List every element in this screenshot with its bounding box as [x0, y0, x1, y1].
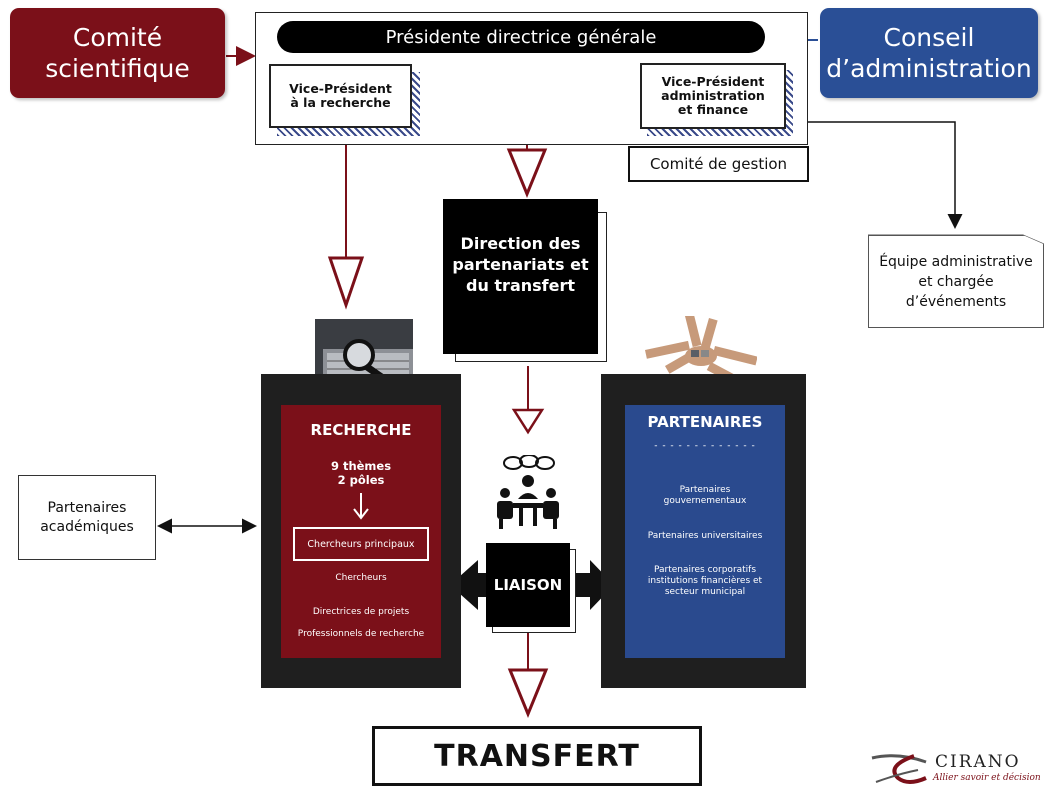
partenaires-gouv-line1: Partenaires — [679, 485, 731, 495]
conseil-administration-box: Conseil d’administration — [820, 8, 1038, 98]
partenaires-title: PARTENAIRES — [647, 413, 763, 431]
vp-admin-line1: Vice-Président — [661, 74, 765, 89]
comite-sci-line2: scientifique — [45, 54, 190, 83]
vp-research-box: Vice-Président à la recherche — [269, 64, 412, 128]
triangle-to-direction — [506, 148, 548, 198]
direction-line3: du transfert — [465, 276, 575, 295]
equipe-line2: et chargée — [918, 273, 994, 290]
partenaires-gouv: Partenaires gouvernementaux — [625, 485, 785, 507]
professionnels-label: Professionnels de recherche — [297, 629, 425, 639]
transfert-box: TRANSFERT — [372, 726, 702, 786]
recherche-themes: 9 thèmes — [330, 459, 392, 473]
direction-line2: partenariats et — [452, 255, 589, 274]
vp-research-line2: à la recherche — [290, 95, 391, 110]
direction-line1: Direction des — [460, 234, 581, 253]
down-arrow-icon — [353, 493, 369, 520]
comite-scientifique-box: Comité scientifique — [10, 8, 225, 98]
chercheurs-label: Chercheurs — [335, 573, 387, 583]
partenaires-panel: PARTENAIRES - - - - - - - - - - - - - Pa… — [625, 405, 785, 658]
recherche-poles: 2 pôles — [337, 473, 385, 487]
ceo-box: Présidente directrice générale — [277, 21, 765, 53]
cirano-logo-tagline: Allier savoir et décision — [933, 773, 1041, 783]
partenaires-gouv-line2: gouvernementaux — [663, 496, 747, 506]
conseil-line2: d’administration — [826, 54, 1032, 83]
vp-research-line1: Vice-Président — [289, 81, 392, 96]
cirano-logo-name: CIRANO — [935, 752, 1021, 772]
recherche-title: RECHERCHE — [310, 421, 412, 439]
equipe-administrative-box: Équipe administrative et chargée d’événe… — [868, 235, 1044, 328]
meeting-group-icon — [497, 455, 559, 529]
equipe-line1: Équipe administrative — [879, 253, 1033, 270]
partenaires-corp-line3: secteur municipal — [664, 587, 746, 597]
direction-box: Direction des partenariats et du transfe… — [443, 199, 598, 354]
vp-admin-line2: administration — [661, 88, 765, 103]
liaison-box: LIAISON — [486, 543, 570, 627]
partenaires-corp-line1: Partenaires corporatifs — [653, 565, 757, 575]
recherche-panel: RECHERCHE 9 thèmes 2 pôles Chercheurs pr… — [281, 405, 441, 658]
partac-line2: académiques — [40, 518, 134, 535]
vp-admin-line3: et finance — [677, 102, 749, 117]
partenaires-corp: Partenaires corporatifs institutions fin… — [625, 565, 785, 598]
triangle-to-recherche — [327, 256, 365, 310]
comite-sci-line1: Comité — [72, 23, 163, 52]
equipe-line3: d’événements — [905, 293, 1007, 310]
directrices-label: Directrices de projets — [312, 607, 410, 617]
conseil-line1: Conseil — [883, 23, 975, 52]
partenaires-corp-line2: institutions financières et — [647, 576, 763, 586]
triangle-to-transfert — [507, 668, 549, 718]
recherche-themes-poles: 9 thèmes 2 pôles — [281, 459, 441, 487]
partenaires-academiques-box: Partenaires académiques — [18, 475, 156, 560]
cirano-logo-mark — [871, 754, 927, 784]
comite-gestion-box: Comité de gestion — [628, 146, 809, 182]
partenaires-univ: Partenaires universitaires — [647, 531, 763, 541]
partac-line1: Partenaires — [47, 499, 127, 516]
triangle-to-liaison — [511, 408, 545, 435]
vp-admin-box: Vice-Président administration et finance — [640, 63, 786, 129]
partenaires-dashes: - - - - - - - - - - - - - — [654, 441, 756, 451]
chercheurs-principaux-box: Chercheurs principaux — [293, 527, 429, 561]
arrow-vp-to-equipe — [785, 121, 963, 229]
